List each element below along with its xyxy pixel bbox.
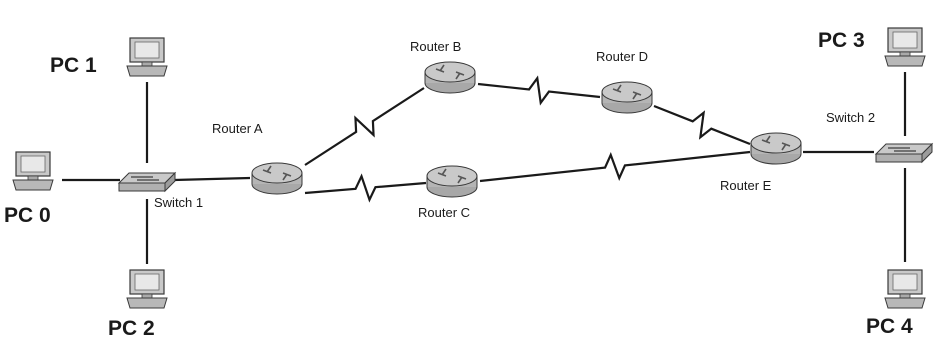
pc4-label: PC 4 (866, 315, 913, 338)
switch1-switch-icon[interactable] (117, 171, 177, 193)
router-c-label: Router C (418, 205, 471, 220)
routerE-router-icon[interactable] (750, 132, 802, 165)
pc2-pc-icon[interactable] (126, 269, 168, 309)
routerC-router-icon[interactable] (426, 165, 478, 198)
pc3-label: PC 3 (818, 29, 865, 52)
switch1-label: Switch 1 (154, 195, 204, 210)
router-b-label: Router B (410, 39, 462, 54)
router-e-label: Router E (720, 178, 772, 193)
serial-link-routerA-routerC (304, 173, 427, 203)
serial-link-routerA-routerB (304, 87, 425, 166)
pc1-label: PC 1 (50, 54, 97, 77)
router-d-label: Router D (596, 49, 649, 64)
router-a-label: Router A (212, 121, 263, 136)
pc2-label: PC 2 (108, 317, 155, 340)
switch2-label: Switch 2 (826, 110, 876, 125)
links-layer (62, 72, 907, 264)
serial-link-routerD-routerE (653, 104, 751, 146)
routerA-router-icon[interactable] (251, 162, 303, 195)
pc3-pc-icon[interactable] (884, 27, 926, 67)
devices-layer (12, 27, 934, 309)
switch2-switch-icon[interactable] (874, 142, 934, 164)
ethernet-link-switch1-routerA (173, 176, 251, 182)
pc1-pc-icon[interactable] (126, 37, 168, 77)
routerB-router-icon[interactable] (424, 61, 476, 94)
pc4-pc-icon[interactable] (884, 269, 926, 309)
serial-link-routerB-routerD (477, 75, 601, 106)
serial-link-routerC-routerE (479, 150, 751, 183)
pc0-pc-icon[interactable] (12, 151, 54, 191)
routerD-router-icon[interactable] (601, 81, 653, 114)
pc0-label: PC 0 (4, 204, 51, 227)
